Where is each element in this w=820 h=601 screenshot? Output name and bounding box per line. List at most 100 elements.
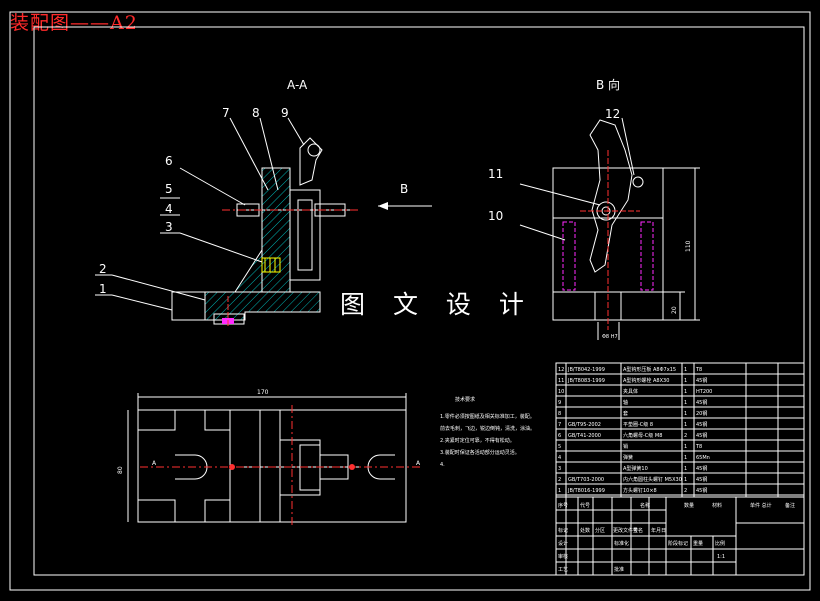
parts-cell-no: 5	[558, 444, 561, 450]
parts-cell-code: JB/T8016-1999	[567, 488, 605, 494]
parts-cell-mat: 45钢	[696, 399, 707, 406]
note-line-2: 前去毛刺，飞边，锐边倒钝，清洗，涂油。	[440, 425, 535, 432]
parts-header-name: 名称	[640, 502, 650, 509]
tb-stage: 阶段标记	[668, 540, 688, 547]
callout-8: 8	[252, 106, 260, 120]
watermark: 图 文 设 计	[340, 290, 534, 319]
callout-3: 3	[165, 220, 173, 234]
parts-header-no: 序号	[558, 502, 568, 509]
callout-2: 2	[99, 262, 107, 276]
parts-cell-qty: 1	[684, 422, 687, 428]
callout-5: 5	[165, 182, 173, 196]
parts-cell-code: JB/T8083-1999	[567, 378, 605, 384]
parts-cell-name: 轴	[623, 399, 628, 406]
parts-cell-qty: 2	[684, 488, 687, 494]
dim-small-bottom: Φ8 H7	[602, 334, 618, 340]
parts-cell-qty: 1	[684, 400, 687, 406]
tb-zone: 分区	[595, 527, 605, 534]
tb-mark: 标记	[558, 527, 568, 534]
callout-1: 1	[99, 282, 107, 296]
parts-cell-code: GB/T95-2002	[568, 422, 601, 428]
parts-cell-name: A型钩形压板 A8Φ7x15	[623, 366, 676, 373]
dim-height-right: 110	[685, 240, 692, 252]
parts-cell-no: 1	[558, 488, 561, 494]
tb-design: 设计	[558, 540, 568, 547]
parts-cell-qty: 1	[684, 477, 687, 483]
view-b-label: B 向	[596, 77, 620, 92]
parts-header-weight: 单件 总计	[750, 502, 772, 509]
cut-label-right: A	[416, 460, 421, 467]
parts-cell-name: 内六角圆柱头螺钉 M5X30	[623, 476, 682, 483]
tb-scale: 1:1	[717, 554, 725, 560]
parts-cell-no: 4	[558, 455, 561, 461]
parts-cell-no: 7	[558, 422, 561, 428]
parts-cell-mat: T8	[695, 444, 702, 450]
parts-cell-qty: 1	[684, 389, 687, 395]
parts-cell-qty: 1	[684, 367, 687, 373]
title-block	[555, 496, 805, 576]
section-a-a-view	[95, 117, 360, 328]
section-label: A-A	[287, 78, 308, 92]
parts-header-qty: 数量	[684, 502, 694, 509]
parts-cell-name: 夹具体	[623, 388, 638, 395]
note-line-1: 1.零件必须按图纸及相关标准加工，装配。	[440, 413, 535, 420]
parts-cell-no: 3	[558, 466, 561, 472]
dim-base-right: 20	[671, 306, 678, 314]
parts-header-remark: 备注	[785, 502, 795, 509]
parts-cell-qty: 1	[684, 466, 687, 472]
tb-date: 年月日	[651, 527, 666, 534]
parts-cell-no: 8	[558, 411, 561, 417]
callout-6: 6	[165, 154, 173, 168]
parts-cell-code: GB/T41-2000	[568, 433, 601, 439]
parts-cell-mat: 45钢	[696, 487, 707, 494]
callout-7: 7	[222, 106, 230, 120]
parts-cell-name: 六角螺母-C级 M8	[623, 432, 662, 439]
parts-cell-mat: 65Mn	[696, 455, 710, 461]
outer-frame	[9, 11, 811, 591]
tb-weight: 重量	[693, 540, 703, 547]
parts-cell-qty: 1	[684, 411, 687, 417]
parts-cell-code: JB/T8042-1999	[567, 367, 605, 373]
tb-approve: 批准	[614, 566, 624, 573]
parts-cell-mat: 45钢	[696, 432, 707, 439]
parts-cell-mat: 20钢	[696, 410, 707, 417]
dim-width-top: 170	[257, 389, 269, 396]
parts-cell-name: 平垫圈-C级 8	[623, 421, 653, 428]
drawing-title: 装配图——A2	[10, 12, 138, 34]
parts-cell-no: 11	[558, 378, 564, 384]
tb-process: 工艺	[558, 567, 568, 573]
tb-sign: 签名	[633, 527, 643, 534]
callout-12: 12	[605, 107, 620, 121]
parts-cell-qty: 1	[684, 444, 687, 450]
parts-cell-no: 6	[558, 433, 561, 439]
parts-cell-mat: 45钢	[696, 421, 707, 428]
parts-cell-mat: 45钢	[696, 377, 707, 384]
view-b	[519, 117, 700, 340]
callout-4: 4	[165, 202, 173, 216]
callout-11: 11	[488, 167, 503, 181]
parts-cell-name: 销	[623, 443, 628, 450]
parts-cell-qty: 1	[684, 455, 687, 461]
arrow-b-label: B	[400, 182, 408, 196]
cut-label-left: A	[152, 460, 157, 467]
parts-cell-name: A型钩形螺栓 A8X30	[623, 377, 669, 384]
parts-cell-name: 方头螺钉10×8	[623, 487, 657, 494]
tb-count: 处数	[580, 527, 590, 534]
parts-cell-qty: 2	[684, 433, 687, 439]
parts-cell-code: GB/T703-2000	[568, 477, 604, 483]
note-line-4: 3.装配时保证各活动部分运动灵活。	[440, 449, 520, 456]
note-line-3: 2.夹紧时定位可靠，不得有松动。	[440, 437, 515, 444]
parts-cell-name: 套	[623, 410, 628, 417]
callout-10: 10	[488, 209, 503, 223]
parts-cell-name: A型弹簧10	[623, 465, 648, 472]
parts-cell-mat: T8	[695, 367, 702, 373]
parts-cell-mat: HT200	[696, 389, 712, 395]
parts-cell-mat: 45钢	[696, 476, 707, 483]
parts-cell-mat: 45钢	[696, 465, 707, 472]
tb-scale-label: 比例	[715, 540, 725, 547]
parts-cell-no: 10	[558, 389, 564, 395]
tb-change: 更改文件号	[613, 527, 638, 534]
note-line-5: 4.	[440, 462, 445, 468]
